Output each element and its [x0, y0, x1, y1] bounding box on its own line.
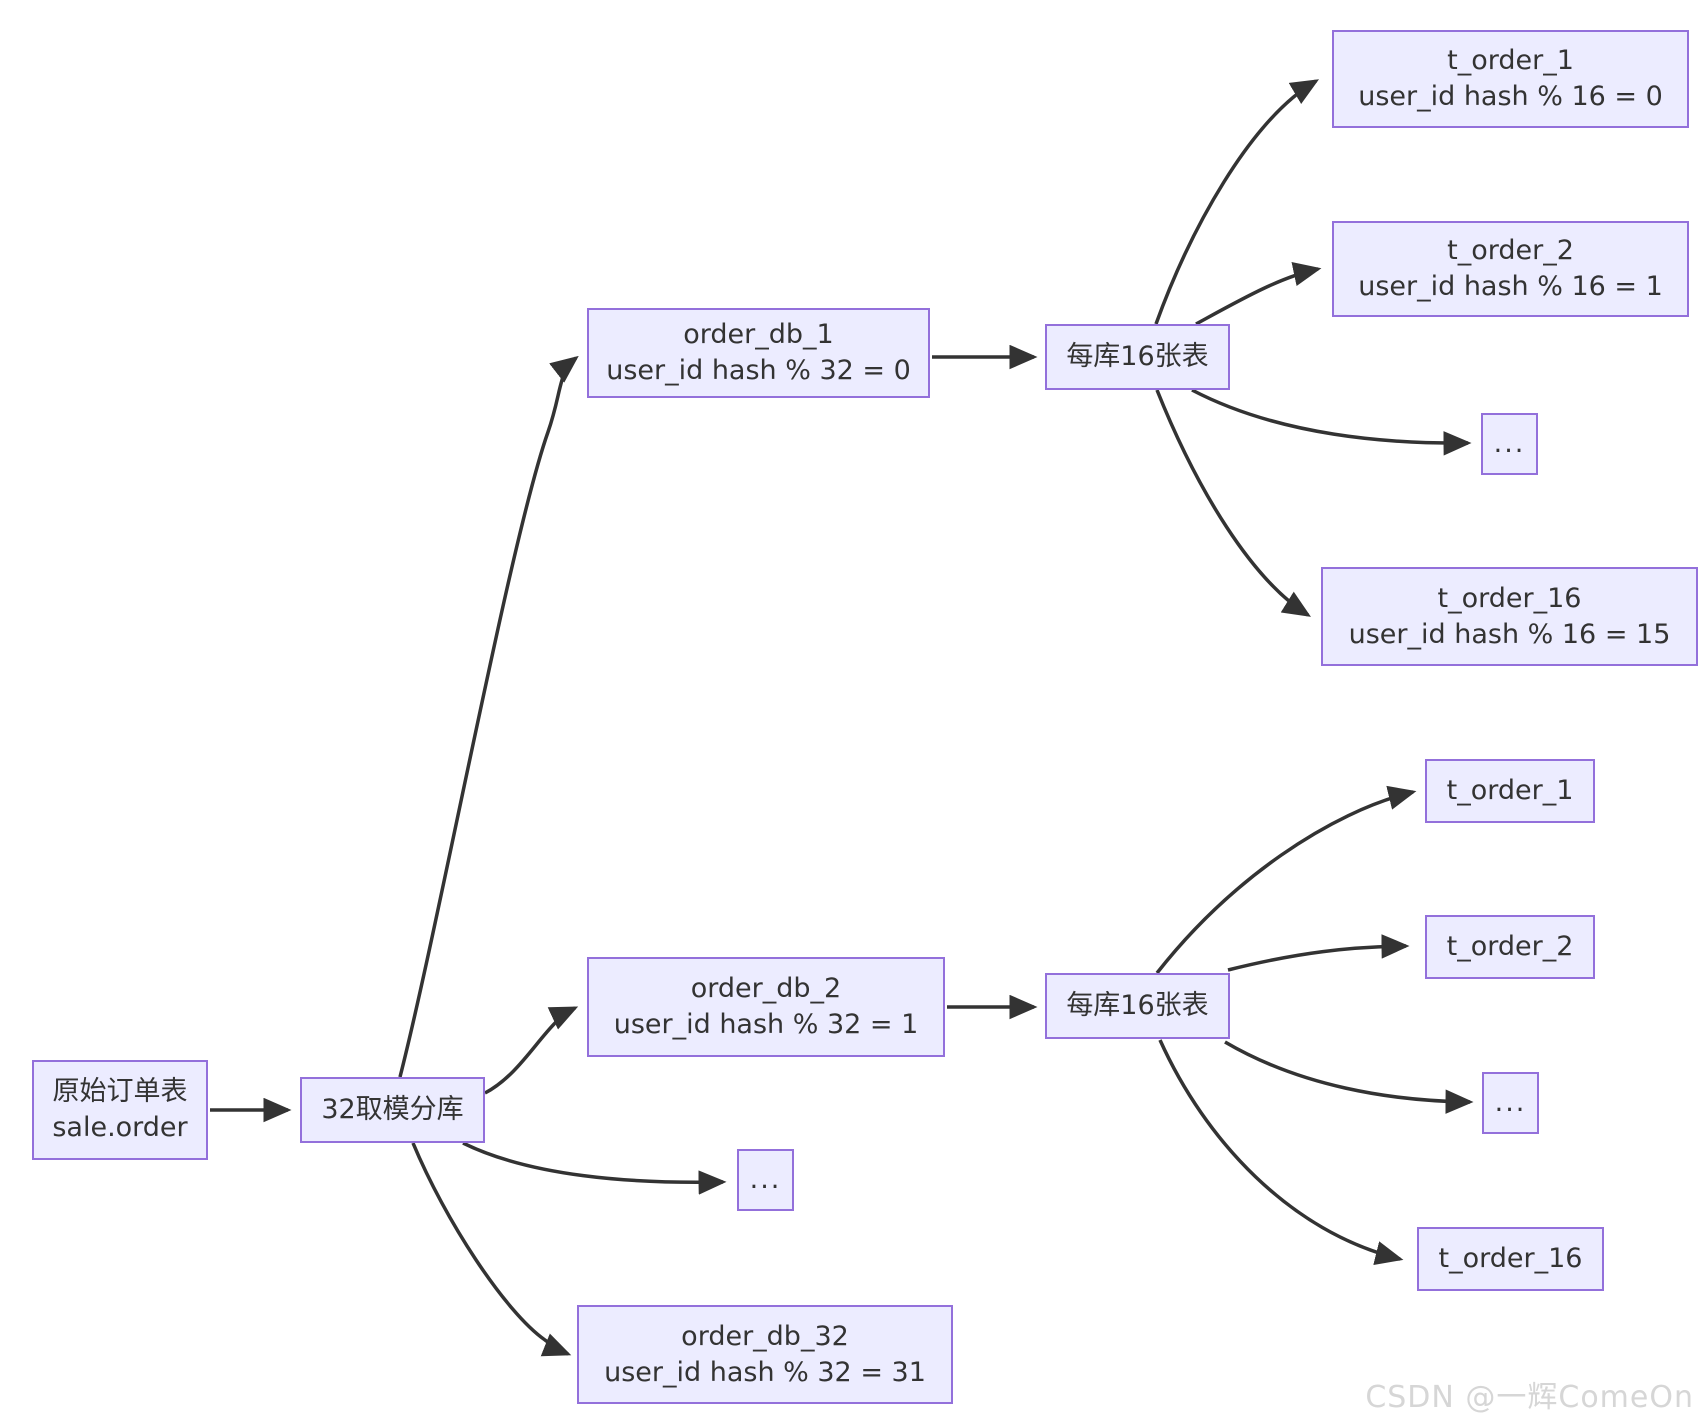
edge-mod-to-db-ellipsis [462, 1141, 727, 1195]
edge-tables2-to-t-order-1 [1155, 785, 1417, 975]
node-tables-per-db-1-label: 每库16张表 [1066, 341, 1209, 373]
node-ellipsis-of-db1: ... [1481, 413, 1538, 475]
node-t-order-16-of-db2: t_order_16 [1417, 1227, 1604, 1291]
edge-mod-to-db2 [484, 1006, 579, 1095]
node-t-order-2-of-db1: t_order_2 user_id hash % 16 = 1 [1332, 221, 1689, 317]
node-order-db-2: order_db_2 user_id hash % 32 = 1 [587, 957, 945, 1057]
node-t-order-1-db1-line1: t_order_1 [1447, 45, 1574, 77]
node-order-db-32-line1: order_db_32 [681, 1320, 849, 1352]
edge-tables1-to-t-order-1 [1154, 79, 1320, 325]
node-source-table: 原始订单表 sale.order [32, 1060, 208, 1160]
node-order-db-1: order_db_1 user_id hash % 32 = 0 [587, 308, 930, 398]
node-t-order-16-db1-line2: user_id hash % 16 = 15 [1348, 618, 1671, 650]
node-ellipsis-db2-label: ... [1494, 1087, 1527, 1119]
node-tables-per-db-2-label: 每库16张表 [1066, 990, 1209, 1022]
node-mod-label: 32取模分库 [321, 1094, 464, 1126]
node-tables-per-db-1: 每库16张表 [1045, 324, 1230, 390]
node-t-order-2-db1-line2: user_id hash % 16 = 1 [1358, 271, 1663, 302]
node-mod-sharding: 32取模分库 [300, 1077, 485, 1143]
edge-tables2-to-ellipsis [1224, 1040, 1474, 1114]
edge-tables1-to-ellipsis [1191, 388, 1472, 456]
node-source-line1: 原始订单表 [52, 1076, 188, 1108]
node-order-db-2-line2: user_id hash % 32 = 1 [613, 1009, 919, 1040]
node-order-db-1-line1: order_db_1 [683, 319, 834, 351]
edge-mod-to-db32 [411, 1142, 572, 1357]
node-t-order-2-of-db2: t_order_2 [1425, 915, 1595, 979]
edge-tables2-to-t-order-16 [1158, 1039, 1404, 1266]
edge-tables2-to-t-order-2 [1227, 934, 1410, 972]
node-db-ellipsis-label: ... [749, 1164, 782, 1196]
edge-tables1-to-t-order-2 [1195, 262, 1322, 326]
node-t-order-2-db2-label: t_order_2 [1446, 931, 1574, 963]
node-order-db-1-line2: user_id hash % 32 = 0 [606, 355, 911, 386]
node-db-ellipsis: ... [737, 1149, 794, 1211]
node-t-order-2-db1-line1: t_order_2 [1447, 235, 1574, 267]
node-t-order-1-db2-label: t_order_1 [1446, 775, 1574, 807]
node-order-db-32-line2: user_id hash % 32 = 31 [604, 1356, 926, 1388]
node-tables-per-db-2: 每库16张表 [1045, 973, 1230, 1039]
node-t-order-1-of-db1: t_order_1 user_id hash % 16 = 0 [1332, 30, 1689, 128]
edge-mod-to-db1 [398, 355, 579, 1078]
node-t-order-16-of-db1: t_order_16 user_id hash % 16 = 15 [1321, 567, 1698, 666]
node-source-line2: sale.order [52, 1112, 188, 1143]
node-t-order-1-of-db2: t_order_1 [1425, 759, 1595, 823]
node-order-db-32: order_db_32 user_id hash % 32 = 31 [577, 1305, 953, 1404]
edge-tables1-to-t-order-16 [1155, 389, 1311, 617]
node-ellipsis-db1-label: ... [1493, 428, 1526, 460]
watermark: CSDN @一辉ComeOn [1365, 1380, 1694, 1415]
node-ellipsis-of-db2: ... [1482, 1072, 1539, 1134]
node-t-order-16-db1-line1: t_order_16 [1437, 582, 1582, 614]
node-t-order-16-db2-label: t_order_16 [1438, 1243, 1583, 1275]
node-order-db-2-line1: order_db_2 [690, 973, 842, 1005]
node-t-order-1-db1-line2: user_id hash % 16 = 0 [1358, 81, 1663, 112]
